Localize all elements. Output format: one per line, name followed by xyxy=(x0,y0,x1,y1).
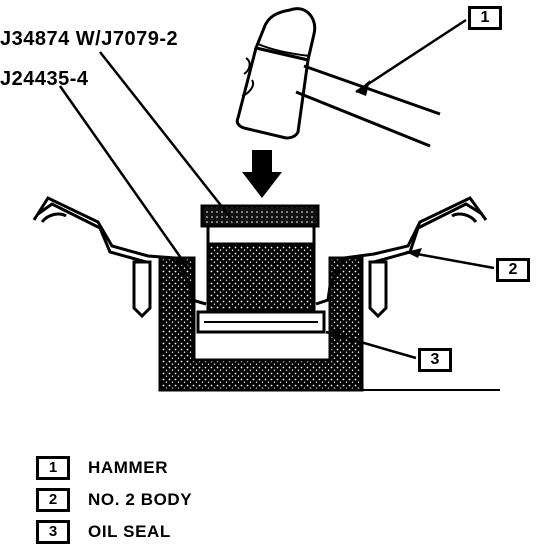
legend-num-2: 2 xyxy=(36,488,70,512)
tool-label-top: J34874 W/J7079-2 xyxy=(0,28,179,50)
leader-arrow-2 xyxy=(406,248,422,258)
leader-arrow-1 xyxy=(356,80,370,96)
callout-3: 3 xyxy=(418,348,452,372)
installer-tool-driver xyxy=(206,242,316,312)
right-retainer-clip xyxy=(315,196,488,306)
leader-arrow-3 xyxy=(326,330,342,340)
right-pin xyxy=(368,260,388,319)
force-arrow xyxy=(242,150,282,198)
installer-tool-cap xyxy=(200,204,320,228)
legend-text-1: HAMMER xyxy=(88,458,169,477)
legend-row-1: 1 HAMMER xyxy=(36,454,168,482)
left-retainer-clip xyxy=(32,196,207,306)
legend-num-1: 1 xyxy=(36,456,70,480)
legend-text-3: OIL SEAL xyxy=(88,522,171,541)
legend-row-2: 2 NO. 2 BODY xyxy=(36,486,192,514)
tool-label-second: J24435-4 xyxy=(0,68,89,90)
legend-row-3: 3 OIL SEAL xyxy=(36,518,171,546)
left-pin xyxy=(132,260,152,319)
legend-text-2: NO. 2 BODY xyxy=(88,490,193,509)
callout-1: 1 xyxy=(468,6,502,30)
legend-num-3: 3 xyxy=(36,520,70,544)
leader-lines xyxy=(58,18,495,360)
callout-2: 2 xyxy=(496,258,530,282)
hammer-illustration xyxy=(235,7,441,148)
